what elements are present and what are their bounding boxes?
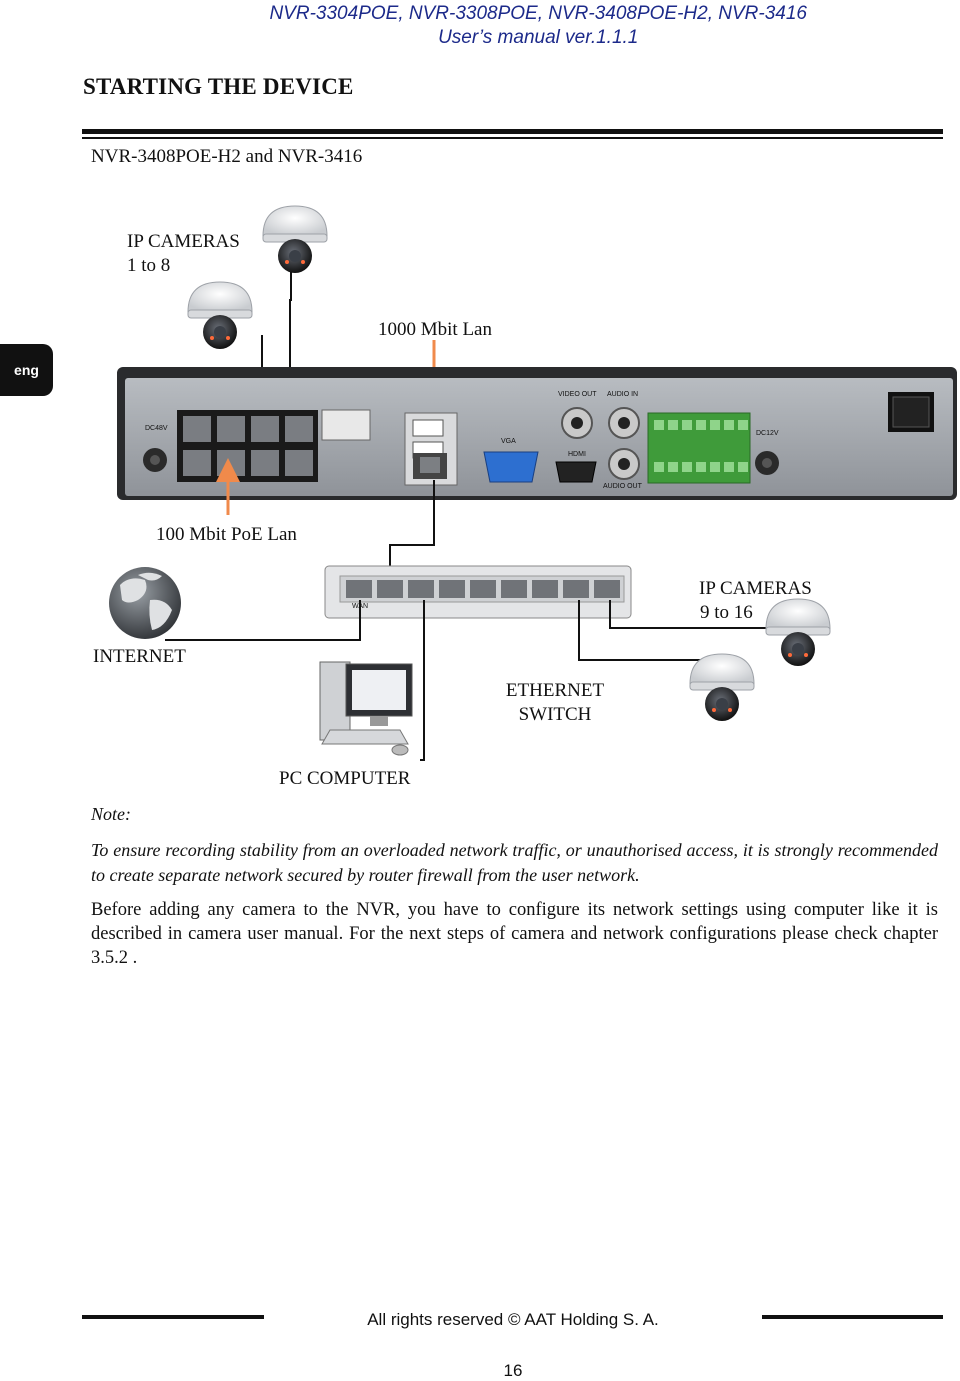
- cameras-right-title: IP CAMERAS: [699, 578, 812, 599]
- header-rule-thin: [82, 137, 943, 139]
- audio-out-label: AUDIO OUT: [603, 483, 642, 490]
- uplink-label: 1000 Mbit Lan: [378, 319, 492, 340]
- header-rule-thick: [82, 129, 943, 134]
- cameras-right-range: 9 to 16: [700, 602, 753, 623]
- ip-camera-icon: [262, 205, 328, 273]
- switch-label-line2: SWITCH: [518, 704, 592, 725]
- ethernet-switch-icon: [324, 565, 632, 619]
- camera-cable: [289, 272, 292, 420]
- switch-label: ETHERNET SWITCH: [500, 679, 610, 727]
- cameras-top-title: IP CAMERAS: [127, 231, 240, 252]
- body-paragraph: Before adding any camera to the NVR, you…: [91, 900, 938, 968]
- language-tab[interactable]: eng: [0, 344, 53, 396]
- internet-label: INTERNET: [93, 646, 186, 667]
- vga-label: VGA: [501, 438, 516, 445]
- pc-computer-icon: [319, 661, 413, 756]
- dc48v-label: DC48V: [145, 425, 168, 432]
- nvr-back-panel: [117, 367, 957, 500]
- cameras-right-label: IP CAMERAS 9 to 16: [699, 577, 812, 625]
- footer-rule-right: [762, 1315, 943, 1319]
- cameras-top-label: IP CAMERAS 1 to 8: [127, 230, 240, 278]
- internet-globe-icon: [109, 567, 181, 639]
- note-text: To ensure recording stability from an ov…: [91, 840, 938, 885]
- document-header: NVR-3304POE, NVR-3308POE, NVR-3408POE-H2…: [269, 2, 807, 50]
- switch-label-line1: ETHERNET: [505, 680, 605, 701]
- page-number: 16: [503, 1361, 523, 1380]
- footer-copyright: All rights reserved © AAT Holding S. A.: [367, 1310, 659, 1329]
- internet-cable: [165, 600, 361, 641]
- cameras-top-range: 1 to 8: [127, 255, 171, 276]
- camera-cable: [609, 600, 795, 629]
- pc-cable: [420, 600, 425, 761]
- audio-in-label: AUDIO IN: [607, 391, 639, 398]
- header-models: NVR-3304POE, NVR-3308POE, NVR-3408POE-H2…: [269, 3, 807, 24]
- video-out-label: VIDEO OUT: [558, 391, 597, 398]
- poe-label: 100 Mbit PoE Lan: [156, 524, 297, 545]
- switch-wan-label: WAN: [352, 603, 369, 610]
- section-title: STARTING THE DEVICE: [83, 74, 354, 99]
- ip-camera-icon: [765, 598, 831, 666]
- hdmi-label: HDMI: [568, 451, 586, 458]
- note-label: Note:: [91, 804, 131, 824]
- ip-camera-icon: [689, 653, 755, 721]
- model-subtitle: NVR-3408POE-H2 and NVR-3416: [91, 146, 363, 167]
- ip-camera-icon: [187, 281, 253, 349]
- dc12v-label: DC12V: [756, 430, 779, 437]
- pc-label: PC COMPUTER: [279, 768, 411, 789]
- header-manual-version: User’s manual ver.1.1.1: [438, 27, 639, 48]
- camera-cable: [578, 600, 720, 661]
- footer-rule-left: [82, 1315, 264, 1319]
